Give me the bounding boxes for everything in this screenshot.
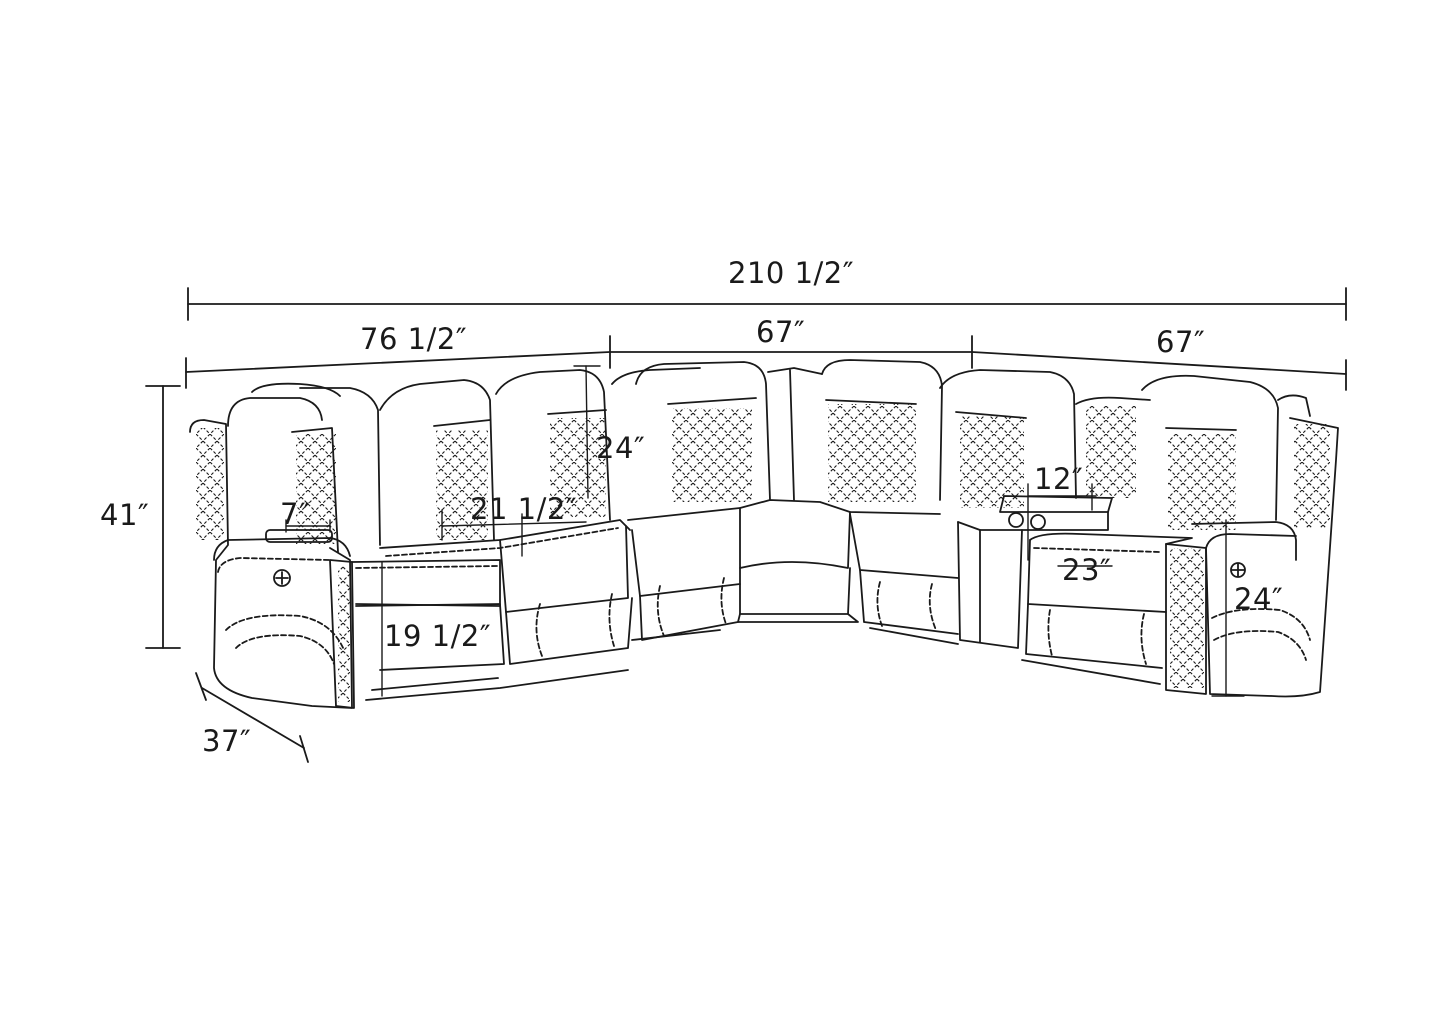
console-width-label: 12″ bbox=[1034, 462, 1084, 496]
seat-depth-label: 23″ bbox=[1062, 553, 1112, 587]
arm-width-label: 7″ bbox=[280, 497, 311, 531]
left-section-width-label: 76 1/2″ bbox=[360, 322, 468, 356]
left-middle-seats bbox=[355, 369, 633, 701]
section-width-lines bbox=[185, 335, 1347, 391]
overall-width-label: 210 1/2″ bbox=[728, 256, 855, 290]
depth-line bbox=[195, 672, 309, 763]
inner-measure-guides bbox=[285, 365, 1245, 697]
right-section bbox=[939, 369, 1339, 698]
middle-section bbox=[611, 359, 959, 645]
arm-height-label: 24″ bbox=[1234, 582, 1284, 616]
height-label: 41″ bbox=[100, 498, 150, 532]
middle-section-width-label: 67″ bbox=[756, 315, 806, 349]
overall-width-line bbox=[187, 287, 1347, 321]
back-height-label: 24″ bbox=[596, 431, 646, 465]
seat-height-label: 19 1/2″ bbox=[384, 619, 492, 653]
height-line bbox=[145, 385, 181, 649]
seat-width-label: 21 1/2″ bbox=[470, 492, 578, 526]
left-recliner bbox=[189, 382, 501, 709]
right-section-width-label: 67″ bbox=[1156, 325, 1206, 359]
depth-label: 37″ bbox=[202, 724, 252, 758]
